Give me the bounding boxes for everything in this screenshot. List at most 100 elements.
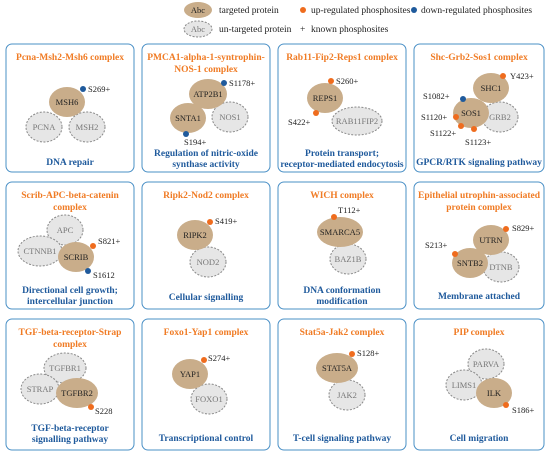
protein-label-grb2: GRB2 (489, 112, 511, 122)
legend: Abc targeted protein Abc un-targeted pro… (183, 2, 532, 38)
protein-node-msh6 (49, 87, 85, 117)
phosphosite-down-dot (80, 86, 86, 92)
phosphosite-down-dot (460, 96, 466, 102)
phosphosite-up-dot (349, 351, 355, 357)
panel-title: Stat5a-Jak2 complex (300, 328, 385, 338)
panel-shc-grb2-sos1: Shc-Grb2-Sos1 complex GRB2 SHC1 SOS1 Y42… (416, 53, 542, 168)
panel-rab11-fip2-reps1: Rab11-Fip2-Reps1 complex RAB11FIP2 REPS1… (280, 53, 404, 170)
panel-function: DNA repair (46, 158, 94, 168)
protein-label-sntb2: SNTB2 (457, 258, 483, 268)
legend-down-dot (411, 7, 417, 13)
protein-label-lims1: LIMS1 (452, 380, 477, 390)
panel-title-line1: Epithelial utrophin-associated (418, 191, 541, 201)
site-label-s821: S821+ (98, 236, 120, 246)
panel-function-line1: DNA conformation (303, 286, 381, 296)
legend-up-label: up-regulated phosphosites (311, 6, 411, 16)
phosphosite-up-dot (458, 123, 464, 129)
panel-box-stat5a (277, 318, 407, 451)
site-label-s1123: S1123+ (465, 137, 491, 147)
site-label-s186: S186+ (512, 405, 534, 415)
protein-label-parva: PARVA (473, 359, 500, 369)
panel-utrophin: Epithelial utrophin-associated protein c… (418, 191, 541, 302)
phosphosite-down-dot (85, 268, 91, 274)
site-label-s1120: S1120+ (421, 112, 447, 122)
site-label-s1082: S1082+ (423, 91, 450, 101)
protein-label-reps1: REPS1 (313, 93, 338, 103)
panel-scrib-apc-catenin: Scrib-APC-beta-catenin complex APC CTNNB… (17, 191, 120, 307)
protein-label-rab11fip2: RAB11FIP2 (336, 116, 378, 126)
panel-function-line2: receptor-mediated endocytosis (280, 160, 404, 170)
site-label-s260: S260+ (336, 76, 358, 86)
protein-label-stat5a: STAT5A (322, 363, 353, 373)
protein-label-atp2b1: ATP2B1 (193, 89, 222, 99)
protein-node-atp2b1 (189, 79, 227, 109)
phosphosite-up-dot (453, 114, 459, 120)
panel-function: Membrane attached (438, 292, 521, 302)
site-label-y423: Y423+ (510, 71, 534, 81)
panel-function-line2: synthase activity (172, 160, 240, 170)
protein-node-rab11fip2 (331, 106, 383, 136)
legend-known-label: known phosphosites (311, 25, 389, 35)
protein-node-smarca5 (317, 217, 363, 247)
protein-label-pcna: PCNA (33, 122, 57, 132)
protein-label-sos1: SOS1 (461, 108, 481, 118)
panel-title: Shc-Grb2-Sos1 complex (430, 53, 528, 63)
panel-function-line1: Protein transport; (305, 149, 379, 159)
panel-function: Cellular signalling (169, 293, 244, 303)
protein-node-ripk2 (177, 220, 213, 250)
legend-plus: + (300, 25, 305, 35)
panel-stat5a-jak2: Stat5a-Jak2 complex JAK2 STAT5A S128+ T-… (293, 328, 392, 444)
site-label-s1178: S1178+ (229, 78, 255, 88)
site-label-s274: S274+ (208, 353, 230, 363)
panel-title: Ripk2-Nod2 complex (163, 191, 249, 201)
site-label-s419: S419+ (215, 216, 237, 226)
protein-label-strap: STRAP (27, 384, 54, 394)
legend-down-label: down-regulated phosphosites (421, 6, 532, 16)
panel-function: T-cell signaling pathway (293, 434, 392, 444)
legend-untargeted-label: un-targeted protein (219, 25, 292, 35)
panel-title: Foxo1-Yap1 complex (164, 328, 249, 338)
panel-box-wich (277, 181, 407, 310)
panel-title: Pcna-Msh2-Msh6 complex (16, 53, 124, 63)
panel-title-line1: Scrib-APC-beta-catenin (21, 191, 119, 201)
panel-box-scrib (5, 181, 135, 310)
site-label-s228: S228 (95, 406, 112, 416)
panel-title: PIP complex (454, 328, 505, 338)
protein-node-nos1 (211, 101, 249, 133)
panel-function: Transcriptional control (159, 434, 254, 444)
protein-label-tgfbr2: TGFBR2 (61, 388, 93, 398)
protein-node-apc (46, 214, 84, 246)
site-label-s128: S128+ (357, 348, 379, 358)
panel-title-line2: NOS-1 complex (174, 65, 238, 75)
phosphosite-up-dot (201, 357, 207, 363)
protein-node-pcna (25, 111, 63, 143)
panel-pip: PIP complex PARVA LIMS1 ILK S186+ Cell m… (445, 328, 534, 444)
protein-node-snta1 (170, 103, 206, 133)
panel-title: WICH complex (310, 191, 374, 201)
phosphosite-down-dot (183, 131, 189, 137)
phosphosite-up-dot (503, 402, 509, 408)
panel-pmca1-syntrophin-nos1: PMCA1-alpha-1-syntrophin- NOS-1 complex … (147, 53, 265, 170)
site-label-s269: S269+ (88, 84, 110, 94)
site-label-s1122: S1122+ (430, 128, 456, 138)
phosphosite-down-dot (221, 80, 227, 86)
panel-title: Rab11-Fip2-Reps1 complex (286, 53, 398, 63)
panel-box-tgfb (5, 318, 135, 451)
protein-node-tgfbr2 (56, 378, 98, 408)
panel-title-line1: PMCA1-alpha-1-syntrophin- (147, 53, 265, 63)
panel-function-line2: modification (316, 297, 368, 307)
protein-node-ilk (476, 378, 512, 408)
protein-node-yap1 (172, 359, 208, 389)
panel-box-shc (413, 43, 545, 173)
panel-function-line1: Regulation of nitric-oxide (154, 149, 258, 159)
panel-foxo1-yap1: Foxo1-Yap1 complex FOXO1 YAP1 S274+ Tran… (159, 328, 254, 444)
legend-abc-targeted: Abc (191, 5, 205, 15)
panel-function-line2: signalling pathway (32, 435, 109, 445)
protein-label-dtnb: DTNB (489, 262, 512, 272)
protein-node-msh2 (68, 111, 106, 143)
legend-targeted-label: targeted protein (219, 6, 279, 16)
protein-label-ripk2: RIPK2 (183, 230, 207, 240)
panel-box-pmca1 (141, 43, 271, 173)
legend-abc-untargeted: Abc (191, 24, 205, 34)
panel-box-ripk2 (141, 181, 271, 310)
